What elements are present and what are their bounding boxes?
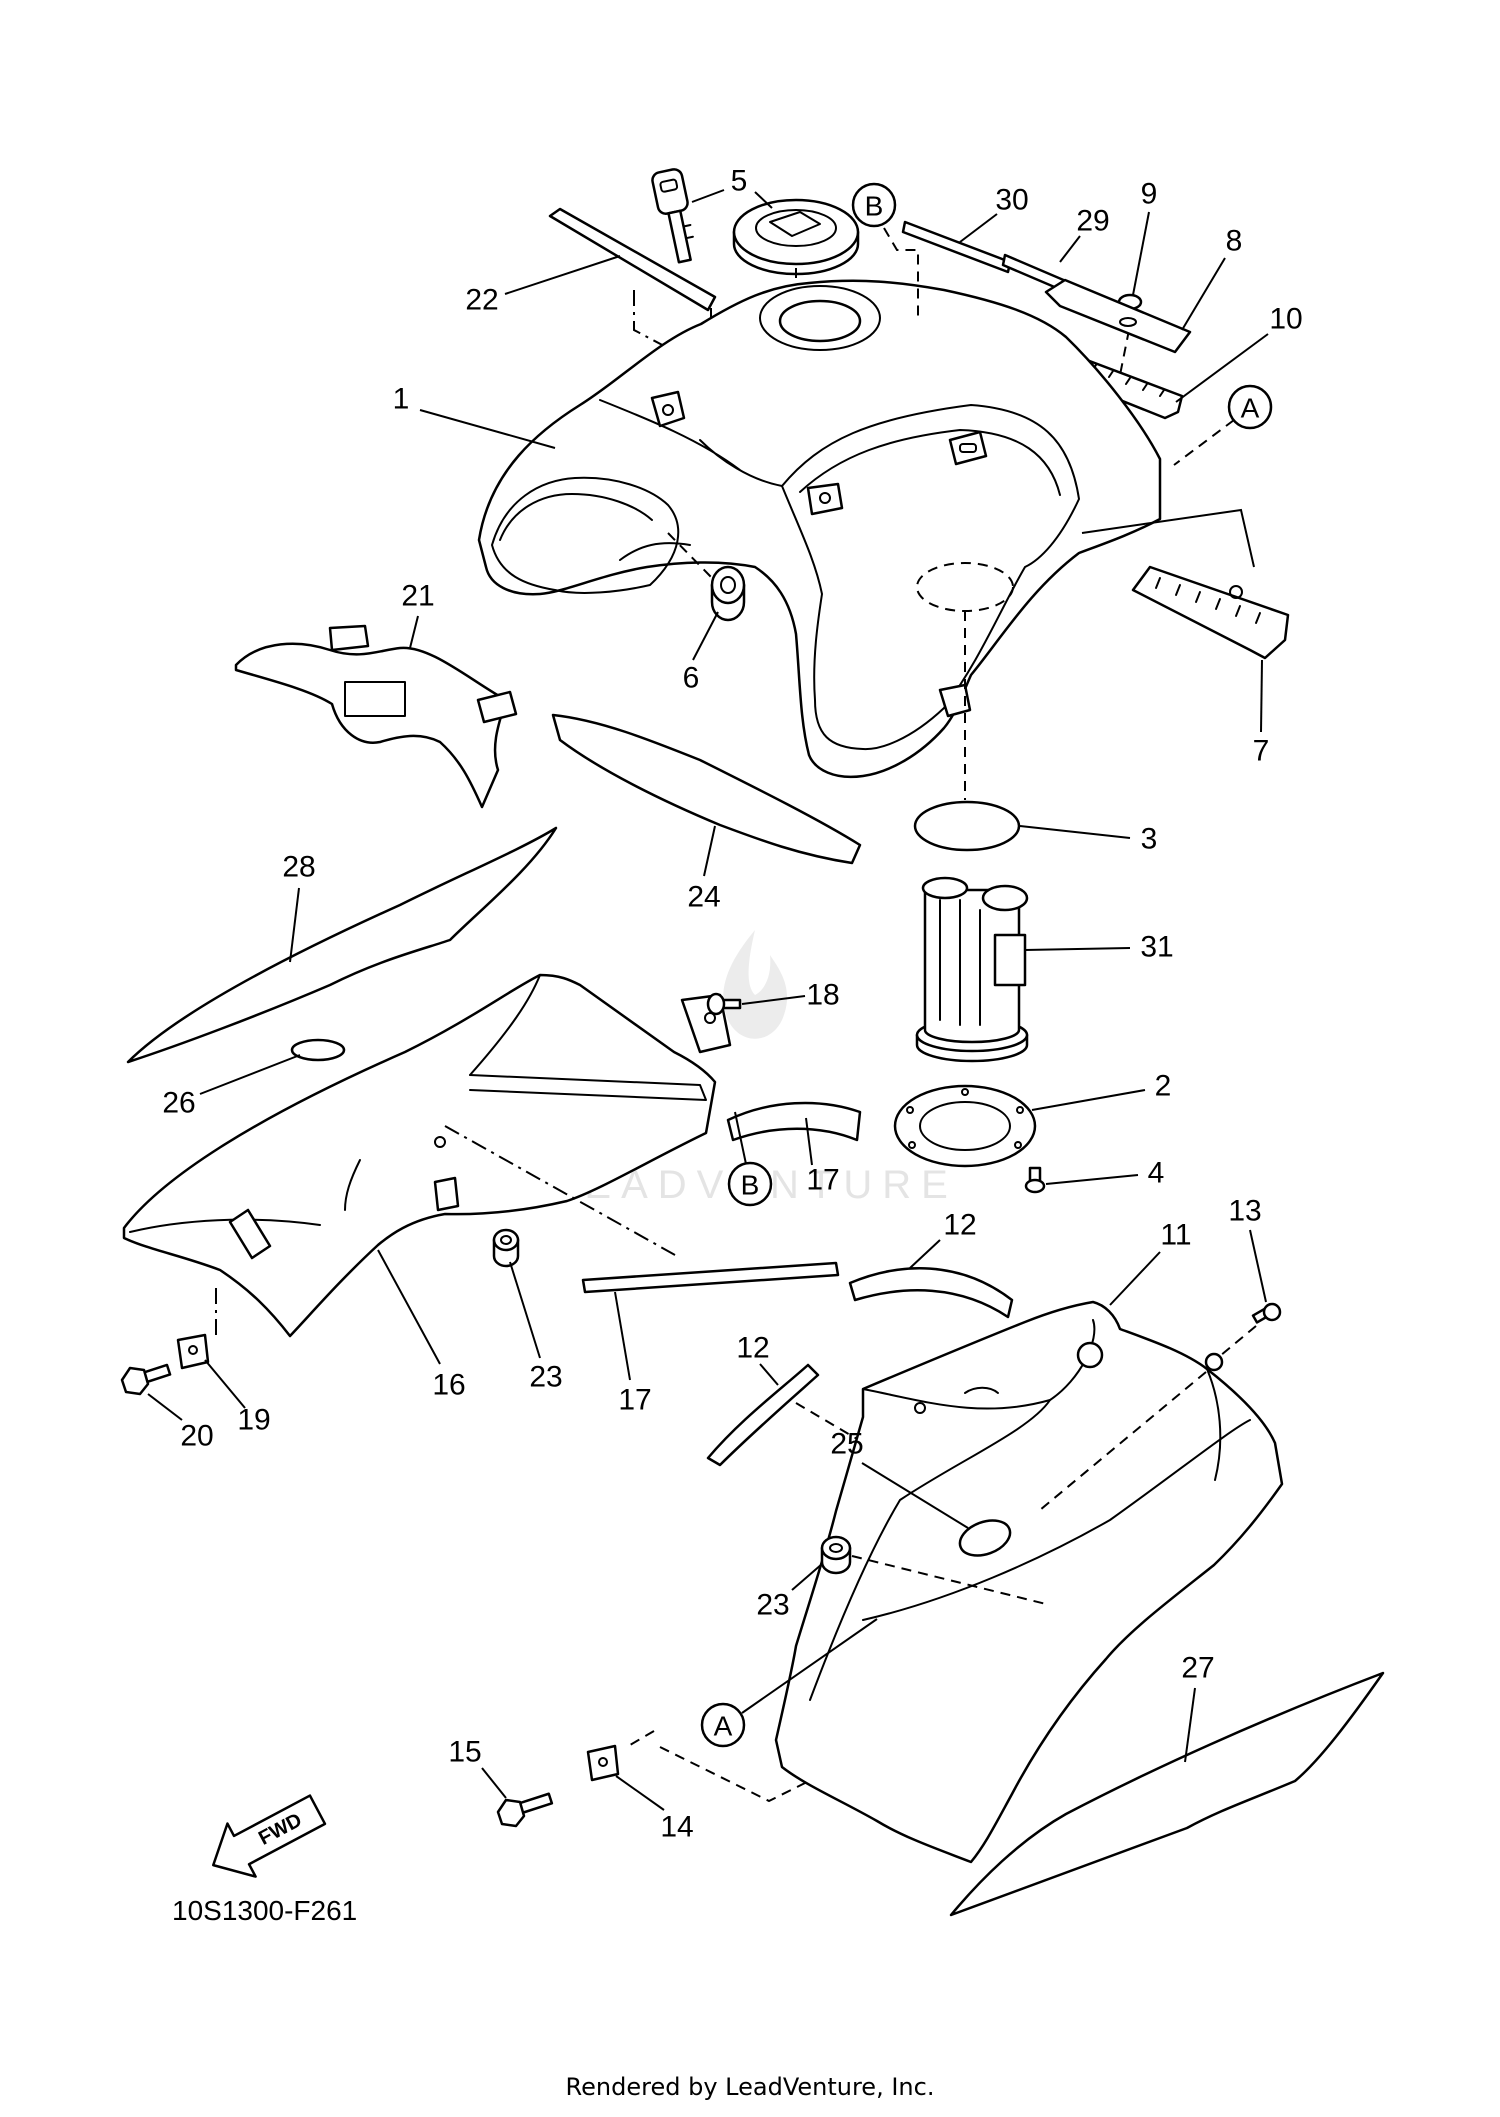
callout-27: 27: [1181, 1652, 1214, 1685]
tank-bracket: [650, 390, 686, 428]
guide-line: [1081, 508, 1255, 568]
part-12-strip: [848, 1267, 1014, 1319]
guide-line: [659, 1746, 810, 1803]
fuel-cap: [732, 198, 860, 276]
leader-lines: [147, 189, 1269, 1811]
callout-3: 3: [1141, 823, 1158, 856]
callout-9: 9: [1141, 178, 1158, 211]
callout-17: 17: [618, 1384, 651, 1417]
watermark-logo: [723, 930, 788, 1039]
part-25-emblem: [958, 1519, 1012, 1557]
guide-line: [629, 1730, 655, 1746]
part-23-grommet: [820, 1535, 852, 1575]
part-23-grommet: [492, 1228, 520, 1268]
part-18-bolt: [706, 992, 742, 1016]
guide-line: [444, 1125, 676, 1256]
callout-24: 24: [687, 881, 720, 914]
callout-20: 20: [180, 1420, 213, 1453]
part-28-graphic: [126, 826, 558, 1064]
part-24-pad: [551, 713, 862, 865]
part-4-screw: [1024, 1166, 1046, 1194]
callout-18: 18: [806, 979, 839, 1012]
callout-7: 7: [1253, 735, 1270, 768]
forward-arrow-icon: FWD: [212, 1794, 327, 1878]
part-17-strip: [581, 1261, 840, 1294]
guide-line: [734, 1111, 747, 1165]
callout-31: 31: [1140, 931, 1173, 964]
callout-1: 1: [393, 383, 410, 416]
reference-marker-b: B: [727, 1161, 773, 1207]
guide-line: [1173, 419, 1235, 466]
callout-19: 19: [237, 1404, 270, 1437]
tank-rear-tab: [938, 683, 972, 718]
svg-text:A: A: [1241, 393, 1260, 424]
callout-22: 22: [465, 284, 498, 317]
guide-line: [741, 1618, 878, 1714]
callout-16: 16: [432, 1369, 465, 1402]
part-22-strip: [548, 207, 717, 312]
part-2-ring-plate: [893, 1084, 1037, 1168]
guide-line: [667, 532, 713, 579]
callout-13: 13: [1228, 1195, 1261, 1228]
reference-marker-a: A: [700, 1702, 746, 1748]
footer-credit: Rendered by LeadVenture, Inc.: [566, 2073, 935, 2101]
diagram-code: 10S1300-F261: [172, 1895, 357, 1926]
part-6-damper: [710, 565, 746, 622]
part-30-strip: [901, 220, 1012, 274]
part-13-bolt: [1251, 1302, 1282, 1324]
part-14-clip: [586, 1744, 620, 1782]
guide-line: [633, 290, 701, 366]
guide-line: [1219, 1325, 1257, 1357]
part-17-strip: [726, 1101, 862, 1142]
reference-marker-b: B: [851, 182, 897, 228]
svg-text:B: B: [741, 1170, 760, 1201]
callout-28: 28: [282, 851, 315, 884]
part-31-fuel-pump: [915, 876, 1029, 1063]
part-20-bolt: [120, 1363, 172, 1396]
callout-6: 6: [683, 662, 700, 695]
svg-text:A: A: [714, 1711, 733, 1742]
callout-10: 10: [1269, 303, 1302, 336]
callout-2: 2: [1155, 1070, 1172, 1103]
callout-5: 5: [731, 165, 748, 198]
part-7-bracket: [1131, 565, 1290, 660]
callout-15: 15: [448, 1736, 481, 1769]
guide-line: [1039, 1371, 1207, 1511]
callout-4: 4: [1148, 1157, 1165, 1190]
part-8-plate: [1044, 278, 1192, 354]
callout-11: 11: [1160, 1219, 1191, 1252]
part-26-emblem: [290, 1038, 346, 1062]
part-11-side-cover: [774, 1300, 1284, 1864]
svg-text:B: B: [865, 191, 884, 222]
callouts: 5 30 29 9 8 10 22 1 21 6 7 3 28 24 31 18…: [162, 165, 1302, 1844]
part-15-bolt: [496, 1792, 554, 1828]
part-19-clip: [176, 1333, 210, 1370]
part-27-graphic: [949, 1671, 1385, 1917]
part-1-fuel-tank: [477, 279, 1162, 779]
callout-8: 8: [1226, 225, 1243, 258]
callout-12: 12: [943, 1209, 976, 1242]
key-icon: [651, 168, 694, 264]
callout-21: 21: [401, 580, 434, 613]
part-12-strip: [706, 1363, 820, 1467]
guide-line: [883, 227, 919, 317]
callout-30: 30: [995, 184, 1028, 217]
part-3-o-ring: [913, 800, 1021, 852]
callout-23: 23: [756, 1589, 789, 1622]
part-21-bracket: [234, 624, 518, 809]
callout-14: 14: [660, 1811, 693, 1844]
callout-26: 26: [162, 1087, 195, 1120]
callout-17: 17: [806, 1164, 839, 1197]
callout-12: 12: [736, 1332, 769, 1365]
callout-29: 29: [1076, 205, 1109, 238]
reference-marker-a: A: [1227, 384, 1273, 430]
tank-bracket: [948, 430, 988, 466]
callout-23: 23: [529, 1361, 562, 1394]
callout-25: 25: [830, 1428, 863, 1461]
tank-bracket: [806, 482, 844, 516]
